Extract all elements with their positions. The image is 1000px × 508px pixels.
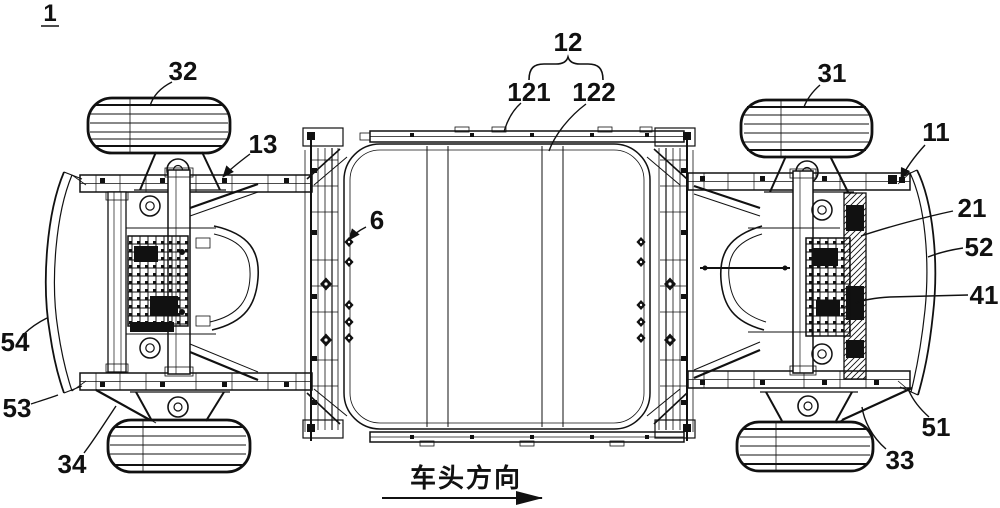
brace-12 xyxy=(528,54,604,81)
rear-rail-top xyxy=(79,174,313,193)
leader-53 xyxy=(30,394,59,405)
leader-33 xyxy=(861,406,887,450)
rear-rail-bottom xyxy=(79,372,313,391)
rear-wheel-top xyxy=(86,96,232,155)
label-33: 33 xyxy=(886,445,915,475)
leader-32 xyxy=(149,81,173,107)
front-wheel-top xyxy=(739,98,874,159)
label-32: 32 xyxy=(169,56,198,86)
leader-13 xyxy=(222,153,251,178)
figure-number-text: 1 xyxy=(43,0,56,27)
label-12: 12 xyxy=(554,27,583,57)
label-21: 21 xyxy=(958,193,987,223)
leader-122 xyxy=(548,103,587,152)
front-control-arms xyxy=(693,184,913,424)
rear-wheel-bottom xyxy=(106,418,252,474)
front-bumper-beam xyxy=(897,169,937,396)
fastener-column-rear xyxy=(344,237,354,343)
floor-panel xyxy=(343,143,651,430)
side-sill-bottom xyxy=(369,431,685,447)
front-motor-block xyxy=(805,237,851,337)
corner-gussets xyxy=(306,148,688,425)
leader-41 xyxy=(855,294,969,304)
floor-assembly xyxy=(302,126,696,447)
reference-labels: 32 13 12 121 122 31 11 21 52 41 51 33 34… xyxy=(1,27,999,479)
leader-11 xyxy=(900,144,926,180)
label-13: 13 xyxy=(249,129,278,159)
wheel-mount-rear-bottom xyxy=(130,391,230,422)
label-6: 6 xyxy=(370,205,384,235)
front-subframe xyxy=(687,168,937,424)
direction-text: 车头方向 xyxy=(410,463,522,493)
leader-34 xyxy=(83,405,117,454)
label-41: 41 xyxy=(970,280,999,310)
rear-cradle-arc xyxy=(126,225,260,335)
leader-121 xyxy=(503,102,522,133)
front-wheel-bottom xyxy=(735,420,875,473)
leader-6 xyxy=(348,226,367,241)
leader-52 xyxy=(927,247,964,258)
label-52: 52 xyxy=(965,232,994,262)
figure-number: 1 xyxy=(41,0,59,27)
rear-subframe xyxy=(44,167,313,424)
rear-control-arms xyxy=(95,182,259,424)
label-31: 31 xyxy=(818,58,847,88)
wheel-mount-front-bottom xyxy=(760,391,858,422)
front-cradle-arc xyxy=(700,225,840,333)
direction-indicator: 车头方向 xyxy=(382,463,543,505)
label-34: 34 xyxy=(58,449,87,479)
front-crossmember xyxy=(654,127,696,441)
label-51: 51 xyxy=(922,412,951,442)
leader-54 xyxy=(23,317,48,335)
leader-31 xyxy=(803,84,821,108)
rear-crossmember xyxy=(302,127,344,441)
rear-motor-block xyxy=(127,235,189,332)
label-54: 54 xyxy=(1,327,30,357)
rear-bumper-beam xyxy=(44,171,87,394)
leader-21 xyxy=(860,210,954,237)
label-122: 122 xyxy=(572,77,615,107)
label-53: 53 xyxy=(3,393,32,423)
label-121: 121 xyxy=(507,77,550,107)
side-sill-top xyxy=(359,126,685,143)
label-11: 11 xyxy=(922,117,950,147)
leader-51 xyxy=(908,390,930,418)
